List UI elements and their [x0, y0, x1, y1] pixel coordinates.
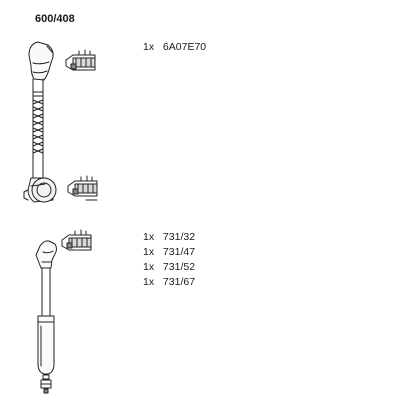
bottom-terminal	[68, 176, 97, 200]
spiral-sleeve	[33, 100, 43, 153]
part-line: 1x 731/47	[143, 246, 195, 258]
lead-2-cable	[42, 268, 50, 316]
part-line: 1x 6A07E70	[143, 41, 206, 53]
part-quantity: 1x	[143, 276, 155, 288]
top-angled-boot	[29, 42, 53, 80]
part-line: 1x 731/67	[143, 276, 195, 288]
part-quantity: 1x	[143, 231, 155, 243]
lead-2-angled-boot	[36, 241, 57, 268]
part-line: 1x 731/52	[143, 261, 195, 273]
part-code: 6A07E70	[162, 41, 207, 53]
part-quantity: 1x	[143, 261, 155, 273]
part-code: 731/47	[162, 246, 196, 258]
top-terminal	[66, 50, 95, 70]
part-code: 731/32	[162, 231, 196, 243]
part-quantity: 1x	[143, 41, 155, 53]
spark-plug-boot	[38, 316, 54, 374]
ignition-lead-2	[36, 230, 91, 393]
part-quantity: 1x	[143, 246, 155, 258]
kit-number: 600/408	[35, 13, 75, 25]
spark-plug-terminal	[41, 375, 51, 393]
lead-2-terminal	[62, 230, 91, 250]
ignition-lead-1	[24, 42, 97, 202]
part-line: 1x 731/32	[143, 231, 195, 243]
part-code: 731/67	[162, 276, 196, 288]
part-code: 731/52	[162, 261, 196, 273]
bottom-angled-boot	[24, 178, 56, 202]
